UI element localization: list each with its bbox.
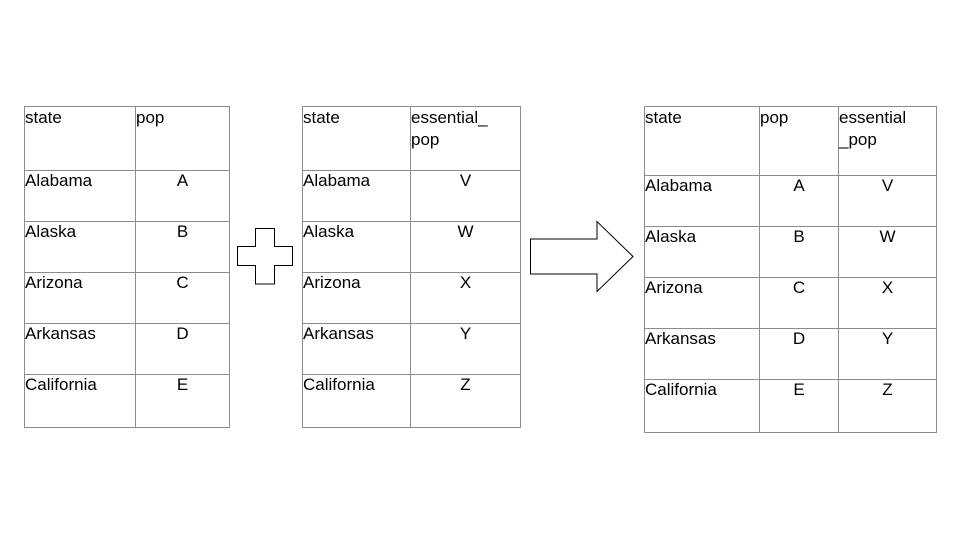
header-pop: pop bbox=[135, 106, 230, 171]
cell-pop: C bbox=[759, 277, 839, 329]
header-state: state bbox=[644, 106, 760, 176]
cell-pop: D bbox=[759, 328, 839, 380]
cell-pop: C bbox=[135, 272, 230, 324]
table-row: Alaska B W bbox=[644, 226, 937, 278]
cell-essential-pop: V bbox=[410, 170, 521, 222]
cell-essential-pop: Y bbox=[838, 328, 937, 380]
cell-essential-pop: Z bbox=[410, 374, 521, 428]
header-state: state bbox=[24, 106, 136, 171]
table-header-row: state pop essential _pop bbox=[644, 106, 937, 176]
header-pop: pop bbox=[759, 106, 839, 176]
cell-state: Arkansas bbox=[24, 323, 136, 375]
table-header-row: state essential_ pop bbox=[302, 106, 521, 171]
cell-state: Alaska bbox=[302, 221, 411, 273]
cell-state: Alabama bbox=[644, 175, 760, 227]
result-table: state pop essential _pop Alabama A V Ala… bbox=[644, 106, 937, 433]
table-row: Arizona X bbox=[302, 272, 521, 324]
cell-essential-pop: X bbox=[838, 277, 937, 329]
cell-state: Alaska bbox=[24, 221, 136, 273]
table-row: Arizona C bbox=[24, 272, 230, 324]
cell-state: California bbox=[644, 379, 760, 433]
cell-state: California bbox=[302, 374, 411, 428]
cell-pop: A bbox=[759, 175, 839, 227]
table-header-row: state pop bbox=[24, 106, 230, 171]
table-row: Alabama A V bbox=[644, 175, 937, 227]
cell-state: Arizona bbox=[644, 277, 760, 329]
header-state: state bbox=[302, 106, 411, 171]
cell-pop: B bbox=[759, 226, 839, 278]
cell-essential-pop: Y bbox=[410, 323, 521, 375]
table-row: California E Z bbox=[644, 379, 937, 433]
cell-pop: E bbox=[759, 379, 839, 433]
cell-pop: B bbox=[135, 221, 230, 273]
header-essential-pop: essential_ pop bbox=[410, 106, 521, 171]
table-row: Arkansas D bbox=[24, 323, 230, 375]
table-row: California Z bbox=[302, 374, 521, 428]
cell-state: California bbox=[24, 374, 136, 428]
cell-pop: E bbox=[135, 374, 230, 428]
cell-state: Alabama bbox=[302, 170, 411, 222]
table-row: Alaska B bbox=[24, 221, 230, 273]
header-essential-pop: essential _pop bbox=[838, 106, 937, 176]
cell-essential-pop: X bbox=[410, 272, 521, 324]
cell-essential-pop: W bbox=[410, 221, 521, 273]
cell-state: Alabama bbox=[24, 170, 136, 222]
table-row: Arkansas D Y bbox=[644, 328, 937, 380]
cell-state: Alaska bbox=[644, 226, 760, 278]
cell-pop: A bbox=[135, 170, 230, 222]
cell-essential-pop: V bbox=[838, 175, 937, 227]
cell-state: Arkansas bbox=[644, 328, 760, 380]
table-row: Alabama A bbox=[24, 170, 230, 222]
cell-pop: D bbox=[135, 323, 230, 375]
cell-essential-pop: W bbox=[838, 226, 937, 278]
table-row: California E bbox=[24, 374, 230, 428]
table-row: Alaska W bbox=[302, 221, 521, 273]
cell-state: Arizona bbox=[302, 272, 411, 324]
right-arrow-icon bbox=[530, 220, 634, 293]
table-row: Arkansas Y bbox=[302, 323, 521, 375]
table-row: Alabama V bbox=[302, 170, 521, 222]
middle-table: state essential_ pop Alabama V Alaska W … bbox=[302, 106, 521, 428]
plus-icon bbox=[237, 228, 293, 285]
cell-state: Arkansas bbox=[302, 323, 411, 375]
table-row: Arizona C X bbox=[644, 277, 937, 329]
left-table: state pop Alabama A Alaska B Arizona C A… bbox=[24, 106, 230, 428]
cell-essential-pop: Z bbox=[838, 379, 937, 433]
cell-state: Arizona bbox=[24, 272, 136, 324]
